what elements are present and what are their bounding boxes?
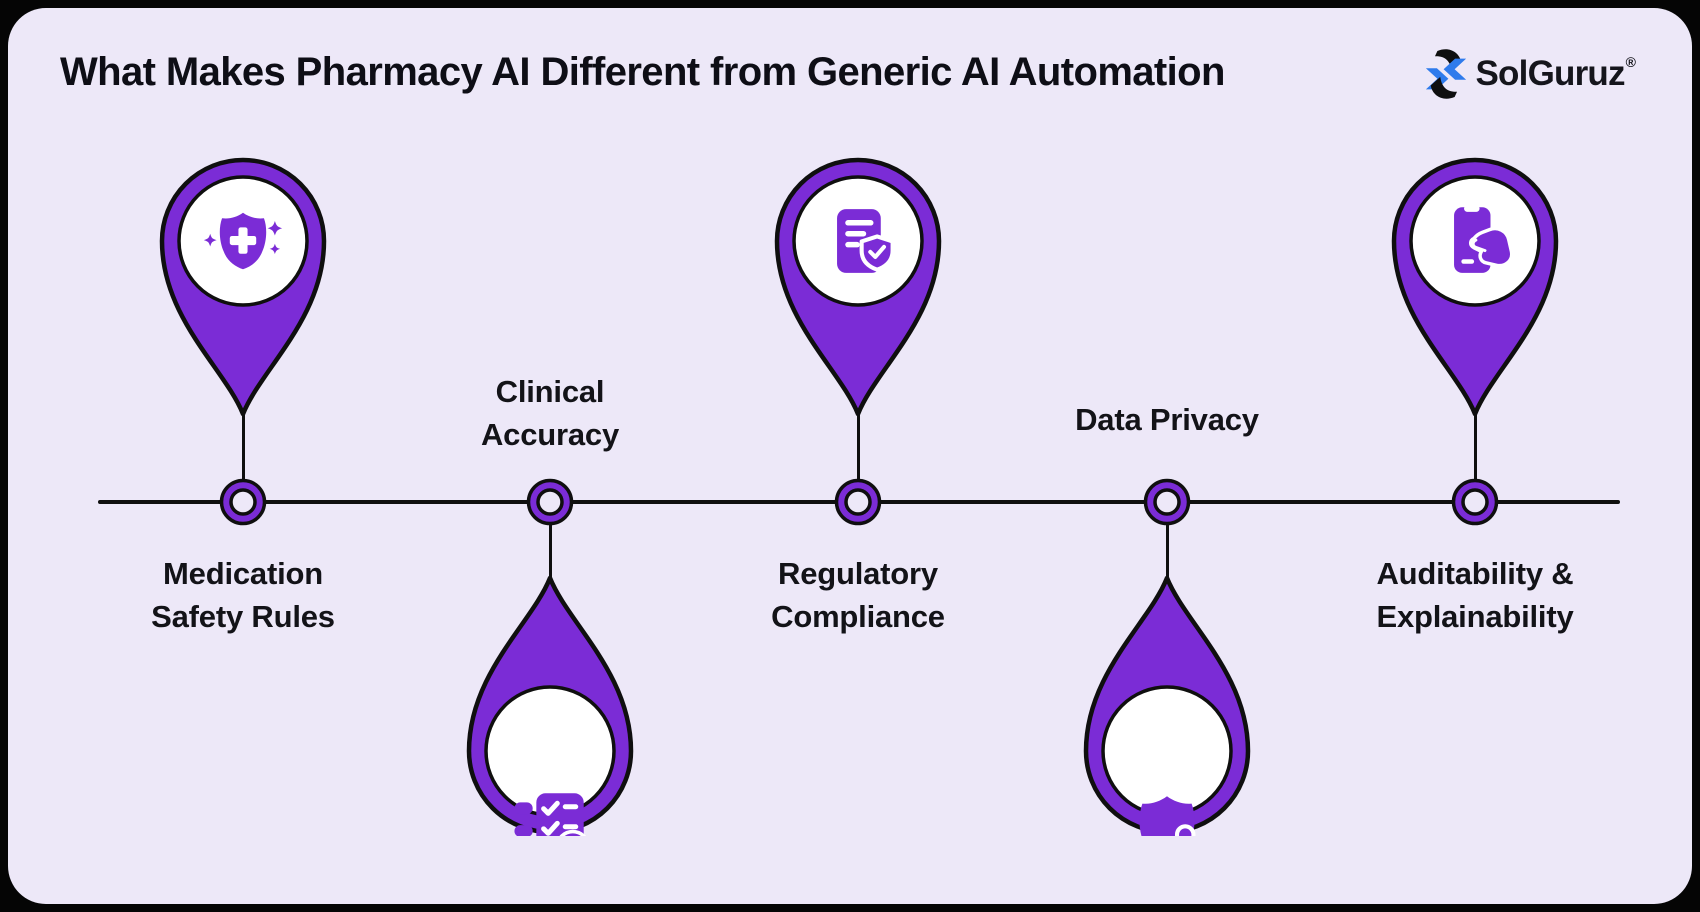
map-pin [466,575,634,836]
registered-mark: ® [1625,53,1636,70]
phone-hand-icon [1454,205,1514,273]
logo-wordmark: SolGuruz® [1475,53,1636,93]
sparkle-icon [203,233,217,247]
timeline-node [219,478,267,526]
compliance-document-shield-icon [837,209,895,273]
sparkle-icon [267,220,283,236]
item-label: Auditability &Explainability [1376,556,1574,634]
map-pin [159,157,327,417]
timeline-node [834,478,882,526]
phone-home-bar [1461,259,1475,264]
map-pin [1083,575,1251,836]
timeline-node [1143,478,1191,526]
clinical-checklist-clock-icon [514,793,590,836]
solguruz-logo: SolGuruz® [1423,46,1636,102]
timeline-node [1451,478,1499,526]
timeline-node [526,478,574,526]
page-title: What Makes Pharmacy AI Different from Ge… [60,50,1225,94]
map-pin [1391,157,1559,417]
sparkle-icon [269,243,281,255]
medication-safety-shield-icon [203,212,283,270]
pin-connector [241,412,245,482]
pin-connector [1473,412,1477,482]
map-pin [774,157,942,417]
infographic-card [8,8,1692,904]
pin-connector [856,412,860,482]
solguruz-logo-icon [1425,49,1466,99]
phone-notch [1464,205,1480,212]
pin-connector [1165,522,1169,578]
privacy-shield-lock-icon [1139,796,1198,836]
hand-shape [1468,226,1514,268]
pin-connector [548,522,552,578]
lock-shackle [1174,824,1196,836]
item-label: Data Privacy [1075,402,1259,437]
